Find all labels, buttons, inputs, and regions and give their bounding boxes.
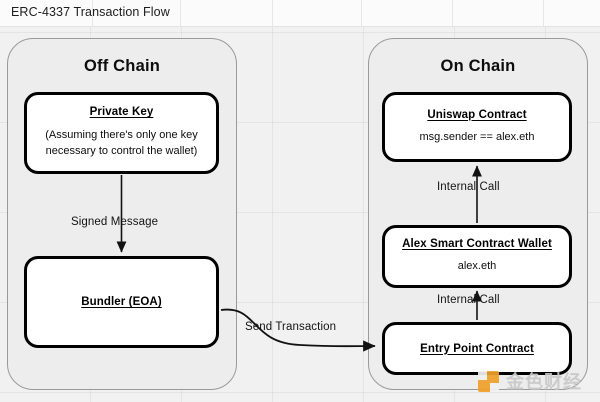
node-entry-point-contract-title: Entry Point Contract	[420, 342, 534, 355]
node-private-key-subtitle: (Assuming there's only one key necessary…	[45, 129, 198, 157]
grid-divider	[543, 0, 544, 27]
edge-label-internal-call-entrypoint-to-wallet: Internal Call	[437, 294, 500, 306]
node-alex-smart-contract-wallet-subtitle: alex.eth	[457, 260, 497, 273]
node-uniswap-contract-title: Uniswap Contract	[427, 108, 527, 121]
watermark: 金色财经	[478, 371, 582, 392]
grid-divider	[92, 0, 93, 27]
page-title: ERC-4337 Transaction Flow	[11, 5, 170, 19]
title-bar: ERC-4337 Transaction Flow	[0, 0, 600, 27]
edge-label-send-transaction: Send Transaction	[245, 321, 337, 333]
node-alex-smart-contract-wallet-title: Alex Smart Contract Wallet	[402, 238, 552, 251]
node-alex-smart-contract-wallet[interactable]: Alex Smart Contract Wallet alex.eth	[382, 225, 572, 288]
node-private-key[interactable]: Private Key (Assuming there's only one k…	[24, 92, 219, 174]
watermark-logo-icon	[478, 371, 499, 392]
node-uniswap-contract-subtitle: msg.sender == alex.eth	[419, 130, 535, 143]
lane-on-chain-title: On Chain	[440, 57, 516, 75]
edge-label-internal-call-wallet-to-uniswap: Internal Call	[437, 181, 500, 193]
grid-divider	[180, 0, 181, 27]
lane-off-chain-title: Off Chain	[83, 57, 161, 75]
node-bundler[interactable]: Bundler (EOA)	[24, 256, 219, 348]
watermark-text: 金色财经	[506, 371, 582, 392]
node-uniswap-contract[interactable]: Uniswap Contract msg.sender == alex.eth	[382, 92, 572, 162]
grid-divider	[272, 0, 273, 27]
node-bundler-title: Bundler (EOA)	[81, 296, 162, 308]
node-private-key-title: Private Key	[89, 106, 154, 119]
edge-label-signed-message: Signed Message	[71, 216, 159, 228]
node-entry-point-contract[interactable]: Entry Point Contract	[382, 322, 572, 375]
grid-divider	[361, 0, 362, 27]
grid-divider	[452, 0, 453, 27]
